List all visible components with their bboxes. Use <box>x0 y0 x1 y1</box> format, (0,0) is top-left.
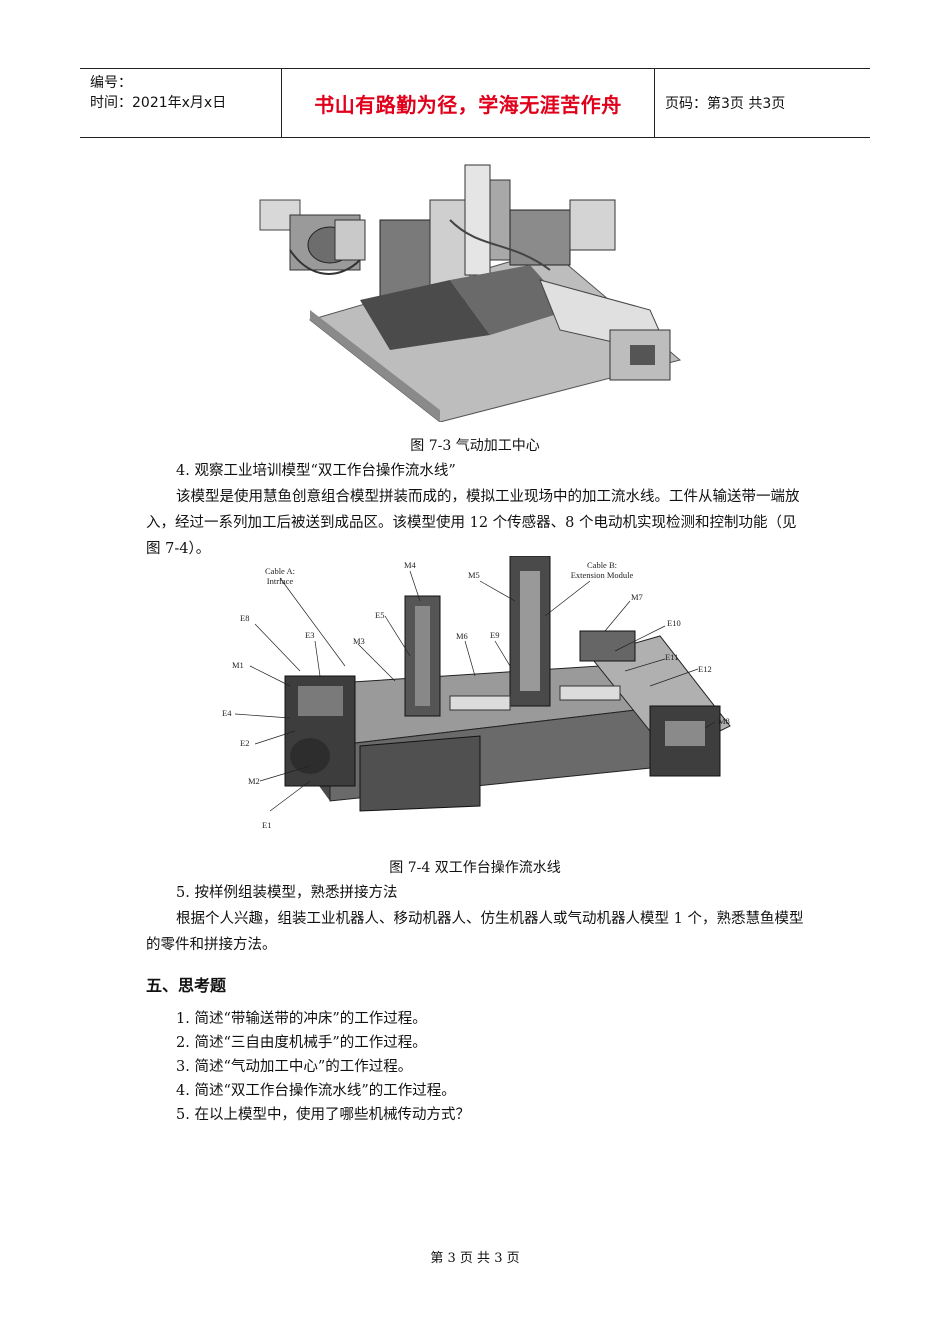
label-m5: M5 <box>468 570 480 580</box>
label-m4: M4 <box>404 560 417 570</box>
label-m1: M1 <box>232 660 244 670</box>
header-page-label: 页码：第3页 共3页 <box>665 96 786 112</box>
section4-title: 4. 观察工业培训模型“双工作台操作流水线” <box>176 463 456 479</box>
page-header: 编号： 时间：2021年x月x日 书山有路勤为径，学海无涯苦作舟 页码：第3页 … <box>80 68 870 138</box>
header-info: 编号： 时间：2021年x月x日 <box>80 69 282 137</box>
questions-heading: 五、思考题 <box>146 976 227 995</box>
label-e10: E10 <box>667 618 681 628</box>
label-e9: E9 <box>490 630 499 640</box>
question-item: 1. 简述“带输送带的冲床”的工作过程。 <box>176 1011 427 1027</box>
label-cable-b-line1: Cable B: <box>587 560 617 570</box>
label-e12: E12 <box>698 664 712 674</box>
question-item: 4. 简述“双工作台操作流水线”的工作过程。 <box>176 1083 456 1099</box>
label-m6: M6 <box>456 631 468 641</box>
label-m2: M2 <box>248 776 260 786</box>
figure2-caption: 图 7-4 双工作台操作流水线 <box>389 860 561 876</box>
label-m3: M3 <box>353 636 365 646</box>
number-label: 编号： <box>90 75 132 91</box>
label-e1: E1 <box>262 820 271 830</box>
label-e3: E3 <box>305 630 314 640</box>
page-footer: 第 3 页 共 3 页 <box>430 1251 520 1266</box>
label-m8: M8 <box>718 716 730 726</box>
section5-body: 根据个人兴趣，组装工业机器人、移动机器人、仿生机器人或气动机器人模型 1 个，熟… <box>146 911 804 953</box>
label-cable-a-line1: Cable A: <box>265 566 295 576</box>
figure1-caption: 图 7-3 气动加工中心 <box>410 438 540 454</box>
label-e4: E4 <box>222 708 232 718</box>
label-e11: E11 <box>665 652 678 662</box>
figure-dual-worktable-line-image: Cable A: Intrface Cable B: Extension Mod… <box>210 556 750 836</box>
label-e2: E2 <box>240 738 249 748</box>
label-m7: M7 <box>631 592 643 602</box>
label-cable-b-line2: Extension Module <box>571 570 634 580</box>
question-item: 5. 在以上模型中，使用了哪些机械传动方式？ <box>176 1107 470 1123</box>
time-label: 时间：2021年x月x日 <box>90 95 227 111</box>
label-e8: E8 <box>240 613 249 623</box>
figure-pneumatic-center-image <box>250 160 690 422</box>
question-item: 2. 简述“三自由度机械手”的工作过程。 <box>176 1035 427 1051</box>
section5-title: 5. 按样例组装模型，熟悉拼接方法 <box>176 885 398 901</box>
header-motto: 书山有路勤为径，学海无涯苦作舟 <box>282 69 655 137</box>
label-e5: E5 <box>375 610 384 620</box>
question-item: 3. 简述“气动加工中心”的工作过程。 <box>176 1059 413 1075</box>
label-cable-a-line2: Intrface <box>267 576 294 586</box>
section4-body: 该模型是使用慧鱼创意组合模型拼装而成的，模拟工业现场中的加工流水线。工件从输送带… <box>146 489 800 557</box>
